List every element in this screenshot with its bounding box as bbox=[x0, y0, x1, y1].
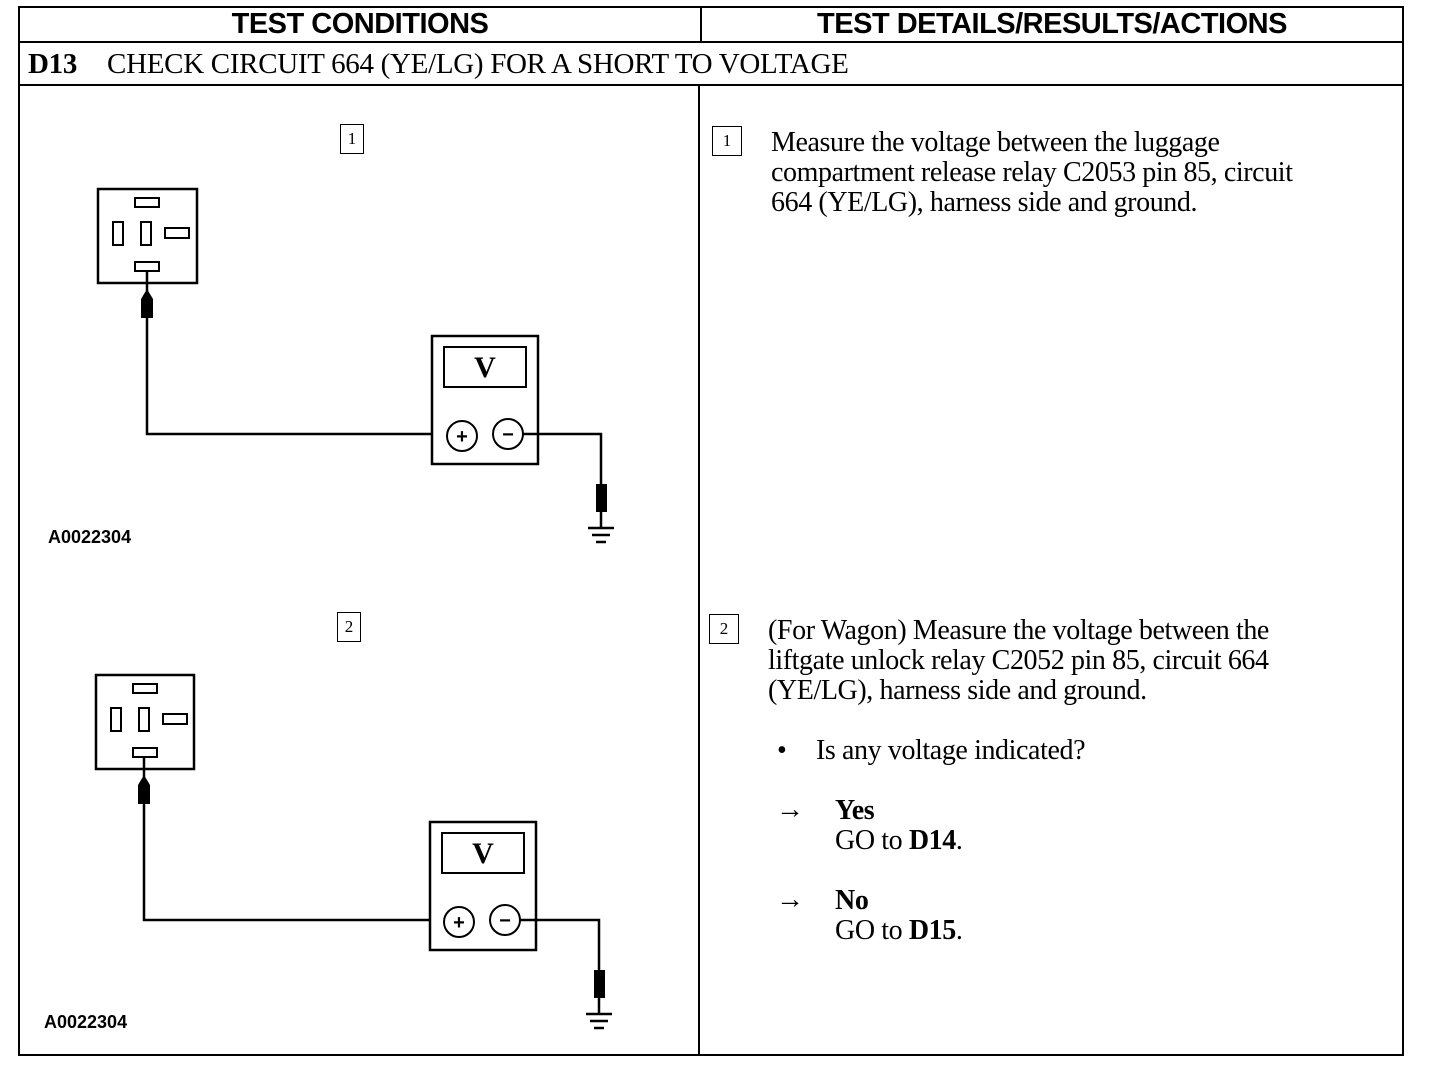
figure-2-code: A0022304 bbox=[44, 1012, 128, 1032]
meter-1-minus: − bbox=[502, 424, 514, 446]
question-bullet: • bbox=[777, 735, 787, 766]
header-column-divider bbox=[700, 6, 702, 42]
result-yes-action: GO to D14. bbox=[835, 825, 963, 856]
detail-2-number-box: 2 bbox=[709, 614, 739, 644]
result-yes-target: D14 bbox=[908, 825, 956, 856]
result-no-action: GO to D15. bbox=[835, 915, 963, 946]
table-frame bbox=[18, 6, 1404, 1056]
result-yes: Yes GO to D14. bbox=[835, 795, 963, 856]
meter-1-symbol: V bbox=[474, 351, 496, 384]
question-text: Is any voltage indicated? bbox=[816, 735, 1086, 766]
title-divider bbox=[18, 84, 1404, 86]
result-yes-label: Yes bbox=[835, 795, 875, 826]
step-title: D13 CHECK CIRCUIT 664 (YE/LG) FOR A SHOR… bbox=[28, 44, 849, 84]
result-no-arrow-icon: → bbox=[776, 884, 804, 915]
header-divider bbox=[18, 41, 1404, 43]
detail-1-line: 664 (YE/LG), harness side and ground. bbox=[771, 187, 1198, 218]
detail-2-line: (YE/LG), harness side and ground. bbox=[768, 675, 1147, 706]
detail-2-text: (For Wagon) Measure the voltage between … bbox=[768, 616, 1269, 706]
meter-2-symbol: V bbox=[472, 837, 494, 870]
figure-1-code: A0022304 bbox=[48, 527, 132, 547]
figure-2-voltmeter-diagram: V + − bbox=[94, 673, 612, 1030]
test-conditions-header: TEST CONDITIONS bbox=[231, 7, 489, 40]
meter-2-minus: − bbox=[499, 910, 511, 932]
detail-2-line: liftgate unlock relay C2052 pin 85, circ… bbox=[768, 645, 1269, 676]
voltmeter-2 bbox=[428, 820, 538, 952]
result-no-label: No bbox=[835, 885, 869, 916]
body-column-divider bbox=[698, 84, 700, 1056]
figure-2-number-box: 2 bbox=[337, 612, 361, 642]
detail-2-line: (For Wagon) Measure the voltage between … bbox=[768, 615, 1269, 646]
result-yes-action-prefix: GO to bbox=[835, 825, 909, 856]
result-no-action-prefix: GO to bbox=[835, 915, 909, 946]
result-no-action-suffix: . bbox=[955, 915, 963, 946]
result-yes-action-suffix: . bbox=[955, 825, 963, 856]
detail-1-line: Measure the voltage between the luggage bbox=[771, 127, 1220, 158]
detail-1-number-box: 1 bbox=[712, 126, 742, 156]
detail-1-text: Measure the voltage between the luggage … bbox=[771, 128, 1293, 218]
result-yes-arrow-icon: → bbox=[776, 794, 804, 825]
meter-1-plus: + bbox=[456, 426, 468, 448]
meter-2-plus: + bbox=[453, 912, 465, 934]
detail-1-line: compartment release relay C2053 pin 85, … bbox=[771, 157, 1293, 188]
result-no: No GO to D15. bbox=[835, 885, 963, 946]
test-details-header: TEST DETAILS/RESULTS/ACTIONS bbox=[817, 7, 1287, 40]
step-id: D13 bbox=[28, 47, 78, 80]
voltmeter-1 bbox=[430, 334, 540, 466]
result-no-target: D15 bbox=[908, 915, 956, 946]
step-title-text: CHECK CIRCUIT 664 (YE/LG) FOR A SHORT TO… bbox=[107, 47, 849, 80]
figure-1-voltmeter-diagram: V + − bbox=[96, 187, 614, 544]
figure-1-number-box: 1 bbox=[340, 124, 364, 154]
